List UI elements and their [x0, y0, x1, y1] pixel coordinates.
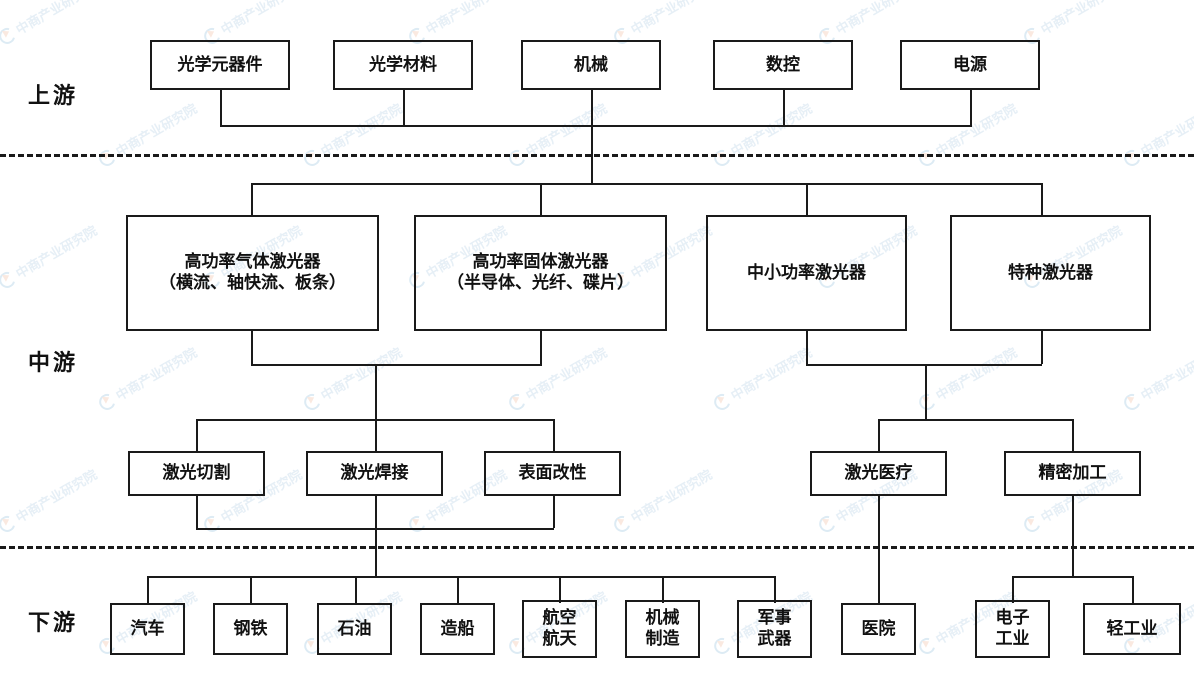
downstream-node-aerospace[interactable]: 航空 航天	[522, 600, 597, 658]
connector-upstream-1-drop	[220, 90, 222, 125]
midstream-node-medium-small-power-laser[interactable]: 中小功率激光器	[706, 215, 907, 331]
midstream-node-high-power-solid-laser[interactable]: 高功率固体激光器 （半导体、光纤、碟片）	[414, 215, 667, 331]
connector-midstream-4-drop	[1041, 331, 1043, 364]
connector-midstream-3-riser	[806, 183, 808, 215]
connector-upstream-4-drop	[783, 90, 785, 125]
connector-midstream-3-drop	[806, 331, 808, 364]
connector-application-4-riser	[878, 419, 880, 451]
connector-midstream-right-trunk	[925, 364, 927, 419]
application-node-laser-cutting[interactable]: 激光切割	[128, 451, 265, 496]
connector-downstream-7-riser	[774, 576, 776, 603]
connector-downstream-4-riser	[457, 576, 459, 603]
downstream-node-steel[interactable]: 钢铁	[213, 603, 288, 655]
connector-upstream-bus	[220, 125, 972, 127]
connector-midstream-2-drop	[540, 331, 542, 364]
connector-medical-to-hospital	[878, 496, 880, 603]
connector-midstream-2-riser	[540, 183, 542, 215]
downstream-node-light-industry[interactable]: 轻工业	[1083, 603, 1181, 655]
downstream-node-automotive[interactable]: 汽车	[110, 603, 185, 655]
connector-downstream-1-riser	[147, 576, 149, 603]
upstream-node-cnc[interactable]: 数控	[713, 40, 853, 90]
downstream-node-shipbuilding[interactable]: 造船	[420, 603, 495, 655]
upstream-node-power-supply[interactable]: 电源	[900, 40, 1040, 90]
connector-midstream-1-riser	[251, 183, 253, 215]
connector-application-1-riser	[196, 419, 198, 451]
application-node-precision-machining[interactable]: 精密加工	[1004, 451, 1141, 496]
connector-midstream-left-merge-bus	[251, 364, 542, 366]
connector-midstream-1-drop	[251, 331, 253, 364]
connector-application-2-riser	[375, 419, 377, 451]
application-node-laser-welding[interactable]: 激光焊接	[306, 451, 443, 496]
connector-downstream-10-riser	[1132, 576, 1134, 603]
connector-downstream-3-riser	[355, 576, 357, 603]
midstream-node-high-power-gas-laser[interactable]: 高功率气体激光器 （横流、轴快流、板条）	[126, 215, 379, 331]
connector-upstream-5-drop	[970, 90, 972, 125]
downstream-node-petroleum[interactable]: 石油	[317, 603, 392, 655]
application-node-surface-modification[interactable]: 表面改性	[484, 451, 621, 496]
connector-upstream-3-drop	[591, 90, 593, 125]
connector-downstream-right-bus	[1012, 576, 1132, 578]
upstream-node-optical-materials[interactable]: 光学材料	[333, 40, 473, 90]
connector-application-3-drop	[553, 496, 555, 528]
connector-application-3-riser	[553, 419, 555, 451]
connector-application-1-drop	[196, 496, 198, 528]
midstream-node-special-laser[interactable]: 特种激光器	[950, 215, 1151, 331]
downstream-node-military-weapons[interactable]: 军事 武器	[737, 600, 812, 658]
connector-downstream-bus	[147, 576, 774, 578]
application-node-laser-medical[interactable]: 激光医疗	[810, 451, 947, 496]
divider-upstream-midstream	[0, 154, 1194, 157]
upstream-node-optical-components[interactable]: 光学元器件	[150, 40, 290, 90]
connector-midstream-4-riser	[1041, 183, 1043, 215]
upstream-node-machinery[interactable]: 机械	[521, 40, 661, 90]
connector-application-right-bus	[878, 419, 1073, 421]
downstream-node-machinery-manufacturing[interactable]: 机械 制造	[625, 600, 700, 658]
stage-label-midstream: 中游	[28, 350, 79, 375]
connector-precision-trunk	[1072, 496, 1074, 576]
connector-upstream-2-drop	[403, 90, 405, 125]
stage-label-downstream: 下游	[28, 610, 79, 635]
connector-midstream-bus	[251, 183, 1041, 185]
downstream-node-hospital[interactable]: 医院	[841, 603, 916, 655]
connector-downstream-left-trunk	[375, 528, 377, 576]
connector-midstream-left-trunk	[375, 364, 377, 419]
downstream-node-electronics-industry[interactable]: 电子 工业	[975, 600, 1050, 658]
connector-downstream-9-riser	[1012, 576, 1014, 603]
connector-midstream-right-merge-bus	[806, 364, 1042, 366]
connector-upstream-to-midstream-trunk	[591, 125, 593, 183]
divider-midstream-downstream	[0, 546, 1194, 549]
connector-downstream-2-riser	[250, 576, 252, 603]
connector-downstream-6-riser	[662, 576, 664, 603]
connector-application-2-drop	[375, 496, 377, 528]
connector-downstream-5-riser	[559, 576, 561, 603]
stage-label-upstream: 上游	[28, 83, 79, 108]
connector-application-5-riser	[1072, 419, 1074, 451]
